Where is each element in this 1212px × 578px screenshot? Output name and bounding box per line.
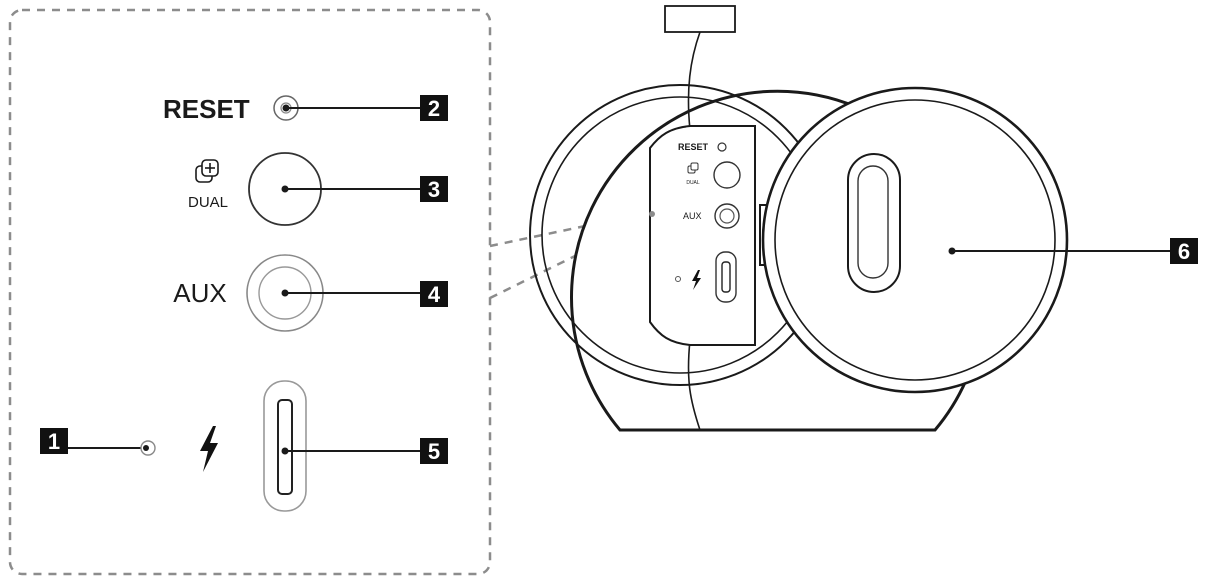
speaker-body: RESET DUAL AUX xyxy=(529,5,1069,432)
dual-label: DUAL xyxy=(188,194,228,211)
callout-4: 4 xyxy=(420,281,448,307)
bolt-small-icon xyxy=(692,270,701,290)
open-port-cover[interactable] xyxy=(761,86,1069,394)
svg-text:1: 1 xyxy=(48,429,60,454)
callout-5: 5 xyxy=(420,438,448,464)
reset-small-button xyxy=(717,142,727,152)
aux-small-label: AUX xyxy=(683,211,702,221)
detail-dashed-frame xyxy=(8,8,492,576)
svg-text:3: 3 xyxy=(428,177,440,202)
usb-c-port[interactable] xyxy=(263,380,307,512)
reset-label: RESET xyxy=(163,94,250,124)
svg-text:5: 5 xyxy=(428,439,440,464)
dual-connect-icon xyxy=(195,159,219,183)
svg-text:4: 4 xyxy=(428,282,441,307)
callout-1: 1 xyxy=(40,428,68,454)
callout-3: 3 xyxy=(420,176,448,202)
callout-6: 6 xyxy=(1170,238,1198,264)
led-small xyxy=(675,276,681,282)
lightning-bolt-icon xyxy=(200,426,218,472)
dual-small-icon xyxy=(687,162,699,174)
usb-c-small xyxy=(715,251,737,303)
dual-small-button xyxy=(713,161,741,189)
callout-2: 2 xyxy=(420,95,448,121)
detail-panel: RESET 2 DUAL 3 AUX xyxy=(8,8,492,576)
svg-text:6: 6 xyxy=(1178,239,1190,264)
aux-label: AUX xyxy=(173,278,226,308)
rear-panel: RESET DUAL AUX xyxy=(649,125,756,346)
reset-small-label: RESET xyxy=(678,142,709,152)
dual-small-label: DUAL xyxy=(686,180,700,186)
svg-text:2: 2 xyxy=(428,96,440,121)
